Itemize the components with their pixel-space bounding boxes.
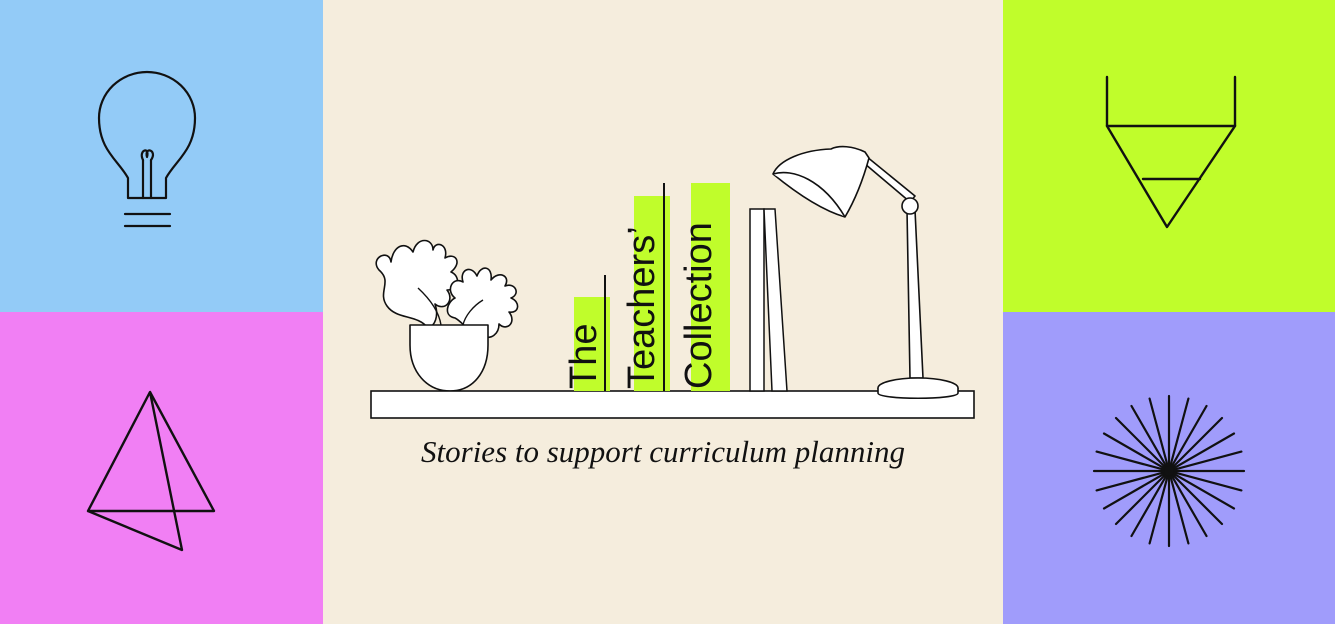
pencil-tip-icon	[1003, 0, 1335, 312]
panel-top-right	[1003, 0, 1335, 312]
subtitle: Stories to support curriculum planning	[421, 434, 905, 469]
panel-top-left	[0, 0, 323, 312]
shelf-icon	[370, 390, 975, 419]
books-icon	[574, 183, 788, 392]
panel-top-left-bg	[0, 0, 323, 312]
lightbulb-icon	[0, 0, 323, 312]
panel-bottom-left-bg	[0, 312, 323, 624]
title-word-teachers: Teachers’	[621, 226, 663, 389]
panel-bottom-right	[1003, 312, 1335, 624]
desk-lamp-icon	[772, 145, 959, 400]
title-word-collection: Collection	[678, 222, 720, 389]
pyramid-icon	[0, 312, 323, 624]
panel-top-right-bg	[1003, 0, 1335, 312]
title-word-the: The	[563, 323, 605, 389]
panel-bottom-left	[0, 312, 323, 624]
bookshelf-illustration	[323, 0, 1003, 624]
panel-center: The Teachers’ Collection Stories to supp…	[323, 0, 1003, 624]
starburst-icon	[1003, 312, 1335, 624]
